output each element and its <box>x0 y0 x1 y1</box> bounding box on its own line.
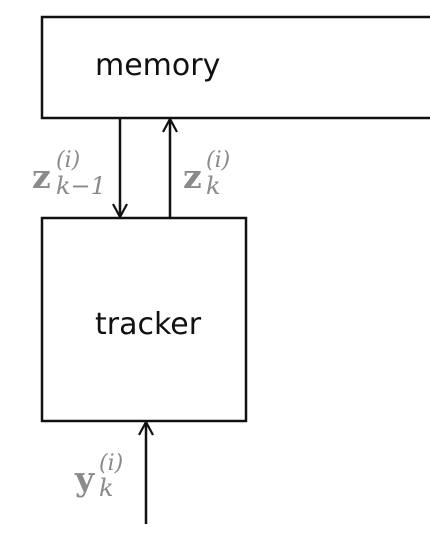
label-y-curr: y (i) k <box>74 451 123 502</box>
y-curr-superscript: (i) <box>99 451 123 476</box>
z-curr-superscript: (i) <box>206 148 230 173</box>
memory-label: memory <box>95 48 220 83</box>
tracker-label: tracker <box>95 307 202 342</box>
label-z-prev: z (i) k−1 <box>32 148 106 200</box>
z-prev-superscript: (i) <box>56 148 80 173</box>
y-curr-base: y <box>74 459 95 498</box>
z-prev-base: z <box>32 157 51 196</box>
label-z-curr: z (i) k <box>183 148 230 200</box>
memory-block: memory <box>40 15 430 120</box>
z-prev-subscript: k−1 <box>56 172 106 200</box>
z-curr-base: z <box>183 157 202 196</box>
z-curr-subscript: k <box>206 172 221 200</box>
y-curr-subscript: k <box>99 474 114 502</box>
tracker-block: tracker <box>40 216 248 423</box>
